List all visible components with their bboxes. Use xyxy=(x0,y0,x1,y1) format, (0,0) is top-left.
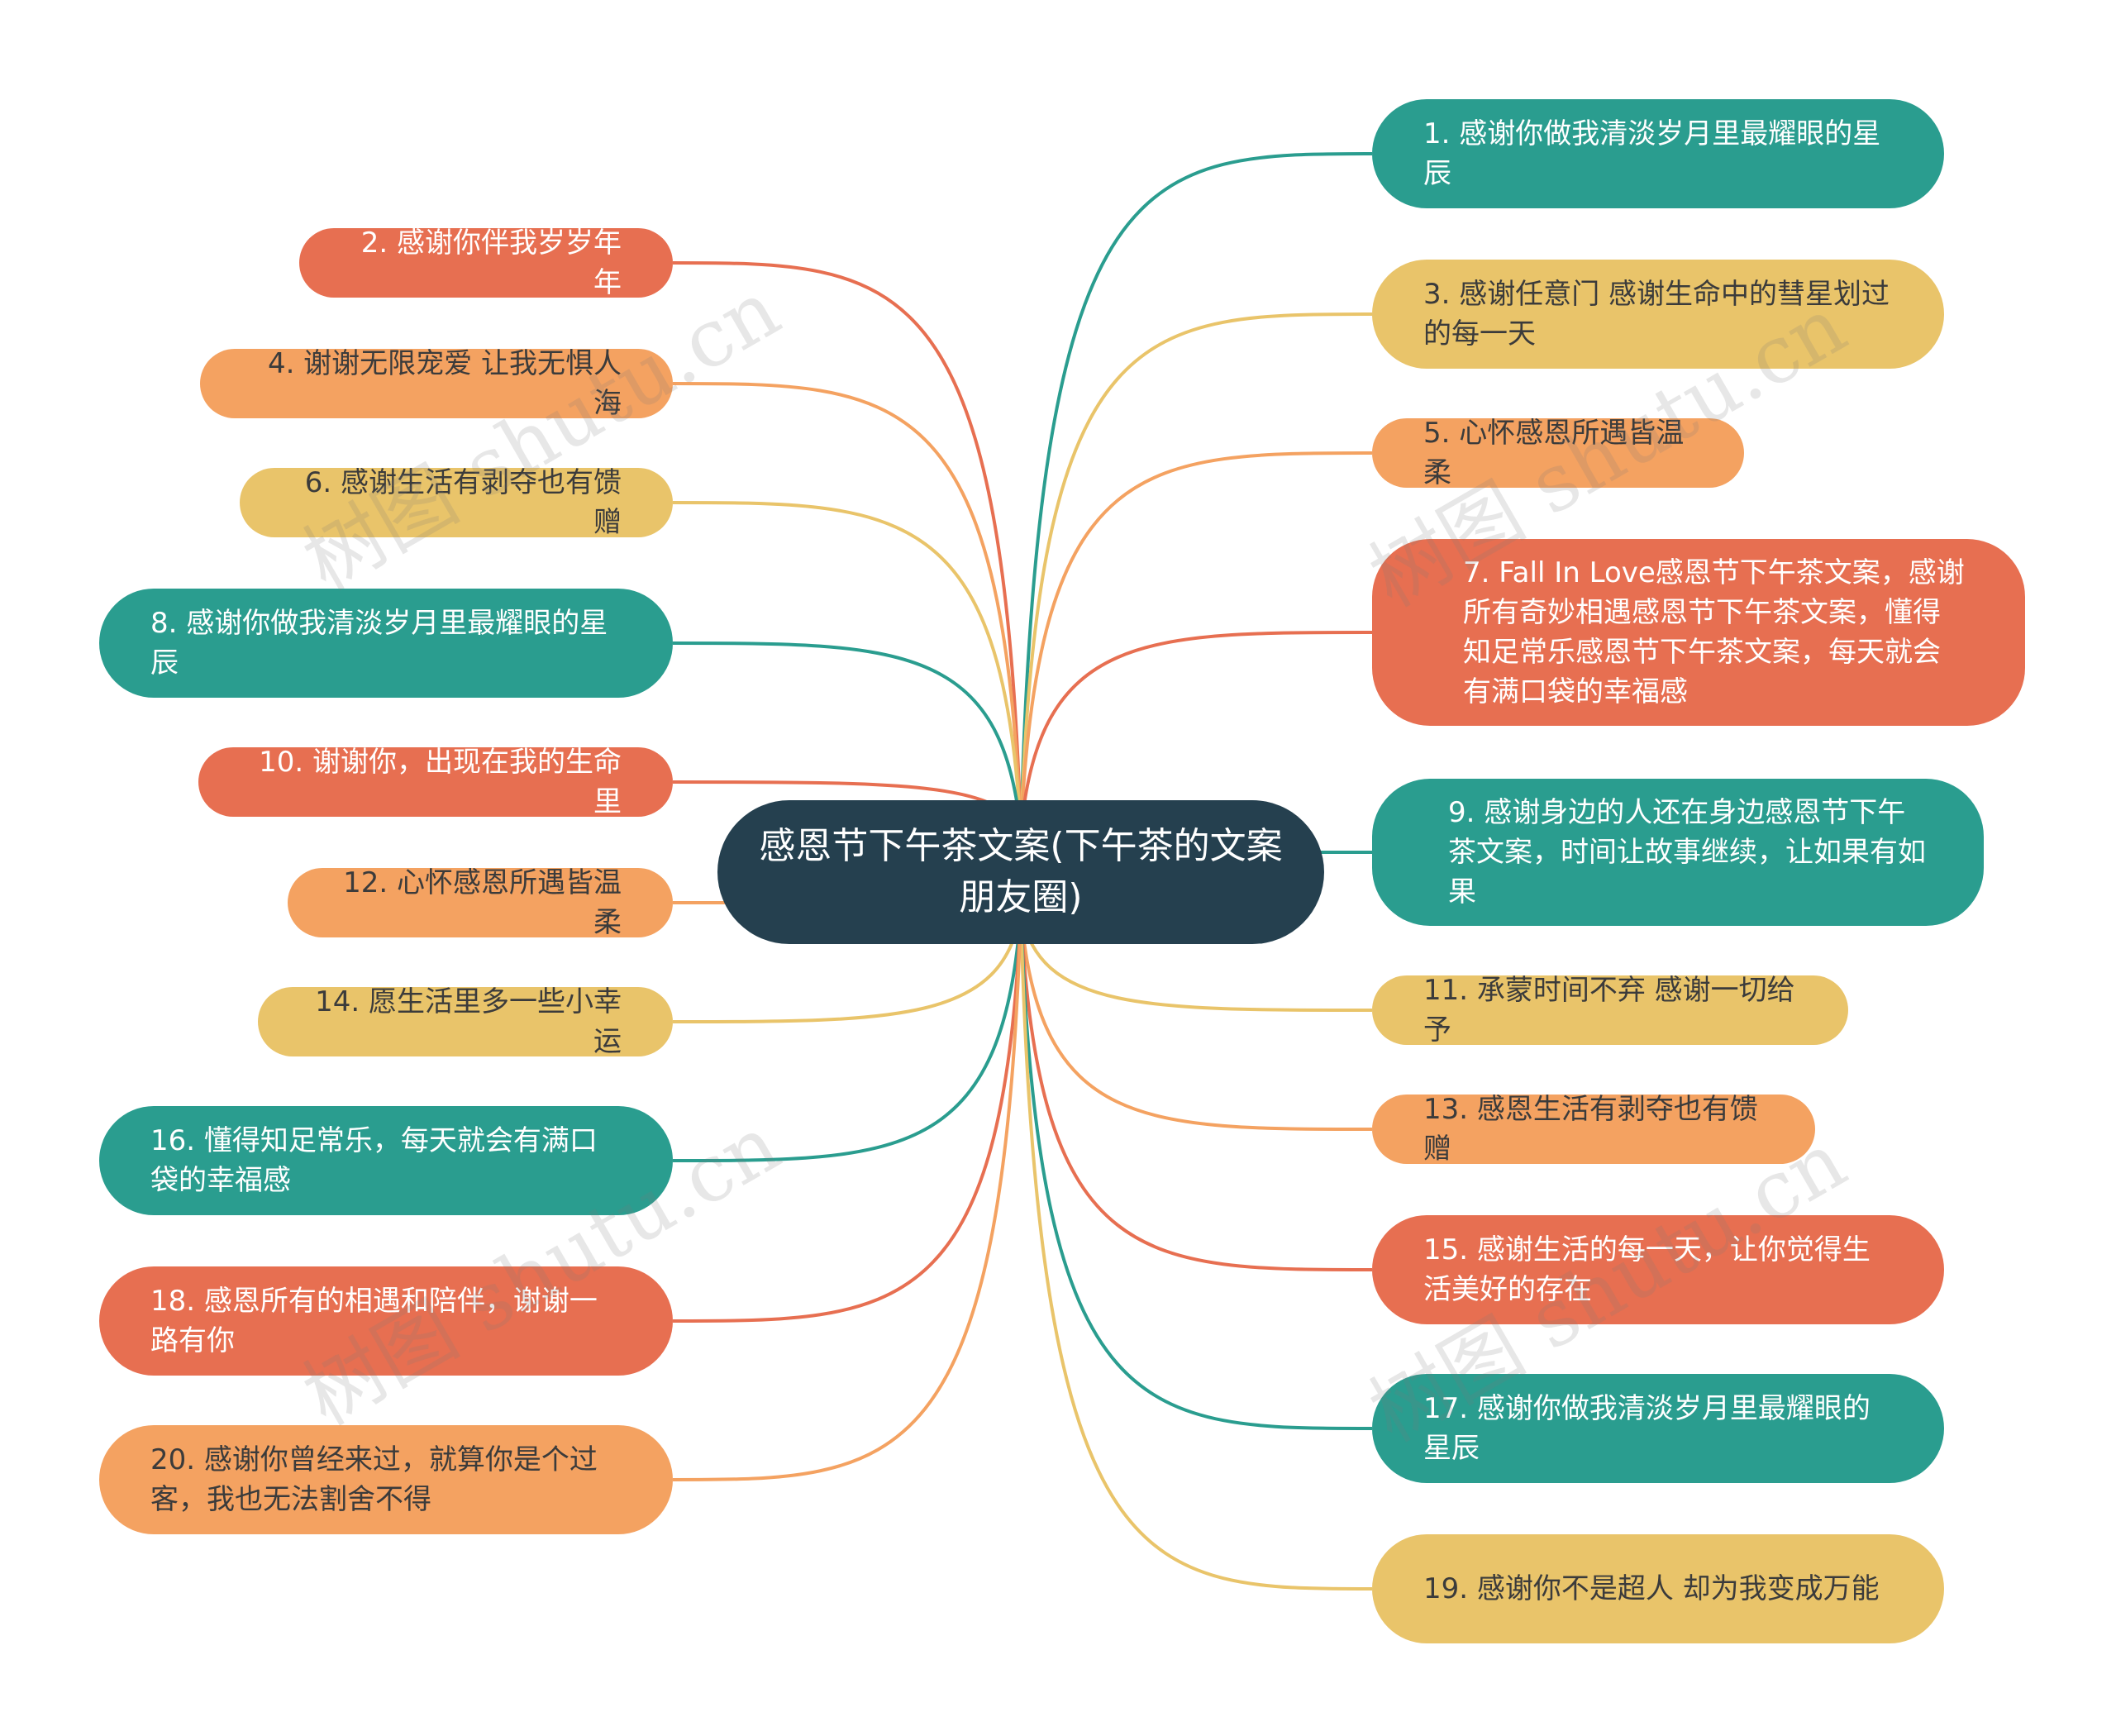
topic-node-1-label: 1. 感谢你做我清淡岁月里最耀眼的星辰 xyxy=(1423,117,1881,190)
root-topic[interactable]: 感恩节下午茶文案(下午茶的文案朋友圈) xyxy=(717,800,1324,944)
connector-n7 xyxy=(1019,631,1373,834)
connector-n16 xyxy=(672,910,1022,1162)
topic-node-2-label: 2. 感谢你伴我岁岁年年 xyxy=(360,227,622,299)
topic-node-14-label: 14. 愿生活里多一些小幸运 xyxy=(315,985,622,1058)
topic-node-6[interactable]: 6. 感谢生活有剥夺也有馈赠 xyxy=(240,466,673,539)
topic-node-17-label: 17. 感谢你做我清淡岁月里最耀眼的星辰 xyxy=(1423,1392,1871,1465)
connector-n14 xyxy=(672,910,1022,1023)
topic-node-20-label: 20. 感谢你曾经来过，就算你是个过客，我也无法割舍不得 xyxy=(150,1443,598,1516)
topic-node-3[interactable]: 3. 感谢任意门 感谢生命中的彗星划过的每一天 xyxy=(1372,260,1944,369)
topic-node-3-label: 3. 感谢任意门 感谢生命中的彗星划过的每一天 xyxy=(1423,278,1890,351)
connector-n11 xyxy=(1019,910,1373,1012)
topic-node-11-label: 11. 承蒙时间不弃 感谢一切给予 xyxy=(1423,974,1795,1047)
connector-n5 xyxy=(1019,451,1373,834)
connector-n20 xyxy=(672,910,1022,1481)
topic-node-18[interactable]: 18. 感恩所有的相遇和陪伴，谢谢一路有你 xyxy=(99,1266,673,1376)
connector-n6 xyxy=(672,501,1022,834)
connector-n4 xyxy=(672,382,1022,834)
topic-node-2[interactable]: 2. 感谢你伴我岁岁年年 xyxy=(299,227,673,299)
connector-n19 xyxy=(1019,910,1373,1591)
connector-n13 xyxy=(1019,910,1373,1131)
connector-n2 xyxy=(672,261,1022,834)
topic-node-10-label: 10. 谢谢你，出现在我的生命里 xyxy=(259,746,622,818)
topic-node-7-label: 7. Fall In Love感恩节下午茶文案，感谢所有奇妙相遇感恩节下午茶文案… xyxy=(1463,556,1965,708)
topic-node-18-label: 18. 感恩所有的相遇和陪伴，谢谢一路有你 xyxy=(150,1285,598,1357)
topic-node-13[interactable]: 13. 感恩生活有剥夺也有馈赠 xyxy=(1372,1093,1815,1166)
topic-node-19[interactable]: 19. 感谢你不是超人 却为我变成万能 xyxy=(1372,1534,1944,1643)
topic-node-9-label: 9. 感谢身边的人还在身边感恩节下午茶文案，时间让故事继续，让如果有如果 xyxy=(1448,796,1926,909)
topic-node-5-label: 5. 心怀感恩所遇皆温柔 xyxy=(1423,417,1685,489)
connector-n18 xyxy=(672,910,1022,1323)
topic-node-5[interactable]: 5. 心怀感恩所遇皆温柔 xyxy=(1372,417,1744,489)
topic-node-15[interactable]: 15. 感谢生活的每一天，让你觉得生活美好的存在 xyxy=(1372,1215,1944,1324)
topic-node-17[interactable]: 17. 感谢你做我清淡岁月里最耀眼的星辰 xyxy=(1372,1374,1944,1483)
connector-n17 xyxy=(1019,910,1373,1430)
topic-node-20[interactable]: 20. 感谢你曾经来过，就算你是个过客，我也无法割舍不得 xyxy=(99,1425,673,1534)
topic-node-7[interactable]: 7. Fall In Love感恩节下午茶文案，感谢所有奇妙相遇感恩节下午茶文案… xyxy=(1372,539,2025,726)
topic-node-15-label: 15. 感谢生活的每一天，让你觉得生活美好的存在 xyxy=(1423,1233,1871,1306)
root-topic-label: 感恩节下午茶文案(下午茶的文案朋友圈) xyxy=(759,825,1283,918)
topic-node-9[interactable]: 9. 感谢身边的人还在身边感恩节下午茶文案，时间让故事继续，让如果有如果 xyxy=(1372,779,1984,926)
connector-n1 xyxy=(1019,152,1373,834)
topic-node-1[interactable]: 1. 感谢你做我清淡岁月里最耀眼的星辰 xyxy=(1372,99,1944,208)
topic-node-16-label: 16. 懂得知足常乐，每天就会有满口袋的幸福感 xyxy=(150,1124,598,1197)
topic-node-11[interactable]: 11. 承蒙时间不弃 感谢一切给予 xyxy=(1372,974,1848,1047)
topic-node-6-label: 6. 感谢生活有剥夺也有馈赠 xyxy=(304,466,622,539)
topic-node-8-label: 8. 感谢你做我清淡岁月里最耀眼的星辰 xyxy=(150,607,608,680)
topic-node-16[interactable]: 16. 懂得知足常乐，每天就会有满口袋的幸福感 xyxy=(99,1106,673,1215)
topic-node-12-label: 12. 心怀感恩所遇皆温柔 xyxy=(343,866,622,939)
topic-node-10[interactable]: 10. 谢谢你，出现在我的生命里 xyxy=(198,746,673,818)
connector-n3 xyxy=(1019,312,1373,834)
topic-node-19-label: 19. 感谢你不是超人 却为我变成万能 xyxy=(1423,1572,1880,1605)
connector-n8 xyxy=(672,641,1022,834)
topic-node-13-label: 13. 感恩生活有剥夺也有馈赠 xyxy=(1423,1093,1758,1166)
topic-node-4[interactable]: 4. 谢谢无限宠爱 让我无惧人海 xyxy=(200,347,673,420)
topic-node-12[interactable]: 12. 心怀感恩所遇皆温柔 xyxy=(288,866,673,939)
topic-node-8[interactable]: 8. 感谢你做我清淡岁月里最耀眼的星辰 xyxy=(99,589,673,698)
connector-n15 xyxy=(1019,910,1373,1271)
topic-node-4-label: 4. 谢谢无限宠爱 让我无惧人海 xyxy=(267,347,622,420)
topic-node-14[interactable]: 14. 愿生活里多一些小幸运 xyxy=(258,985,673,1058)
